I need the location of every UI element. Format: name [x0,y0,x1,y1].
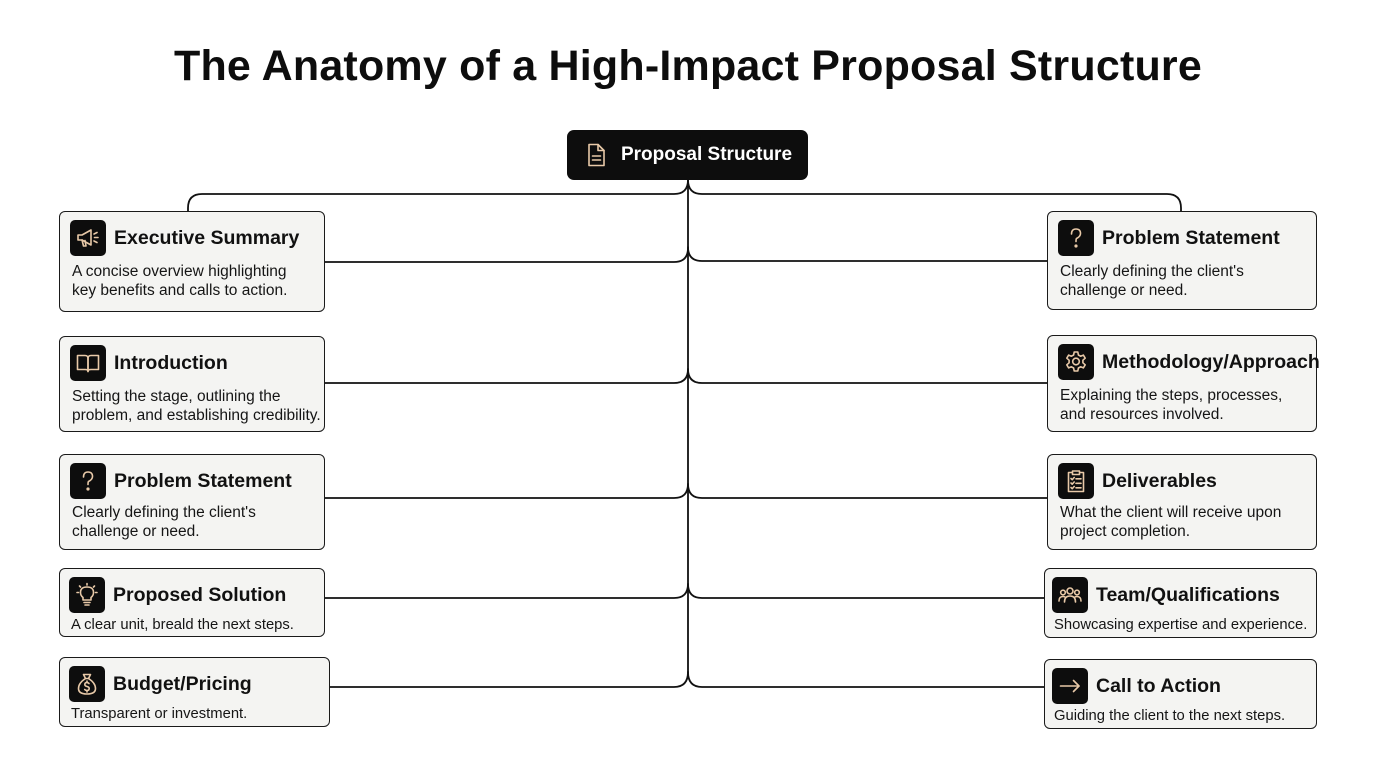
open-book-icon [70,345,106,381]
card-heading: Problem Statement [1102,226,1280,249]
document-icon [583,142,609,168]
card-executive-summary: Executive Summary A concise overview hig… [59,211,325,312]
card-heading: Methodology/Approach [1102,350,1320,373]
card-team-qualifications: Team/Qualifications Showcasing expertise… [1044,568,1317,638]
team-icon [1052,577,1088,613]
card-methodology-approach: Methodology/Approach Explaining the step… [1047,335,1320,432]
card-heading: Budget/Pricing [113,672,252,695]
card-problem-statement-right: Problem Statement Clearly defining the c… [1047,211,1317,310]
lightbulb-icon [69,577,105,613]
card-heading: Team/Qualifications [1096,583,1280,606]
card-heading: Problem Statement [114,469,292,492]
money-bag-icon [69,666,105,702]
card-description: A clear unit, breald the next steps. [71,617,294,633]
card-heading: Proposed Solution [113,583,287,606]
question-mark-icon [70,463,106,499]
question-mark-icon [1058,220,1094,256]
card-description: Showcasing expertise and experience. [1054,617,1308,633]
root-node: Proposal Structure [567,130,808,180]
card-call-to-action: Call to Action Guiding the client to the… [1044,659,1317,729]
card-budget-pricing: Budget/Pricing Transparent or investment… [59,657,330,727]
root-label: Proposal Structure [620,144,793,165]
arrow-right-icon [1052,668,1088,704]
card-heading: Deliverables [1102,469,1217,492]
card-deliverables: Deliverables What the client will receiv… [1047,454,1317,550]
card-heading: Call to Action [1096,674,1221,697]
megaphone-icon [70,220,106,256]
card-description: Guiding the client to the next steps. [1054,708,1286,724]
card-description: Explaining the steps, processes,and reso… [1060,387,1283,423]
gear-icon [1058,344,1094,380]
card-heading: Introduction [114,351,228,374]
card-proposed-solution: Proposed Solution A clear unit, breald t… [59,568,325,637]
card-introduction: Introduction Setting the stage, outlinin… [59,336,325,432]
card-heading: Executive Summary [114,226,300,249]
clipboard-checklist-icon [1058,463,1094,499]
card-description: Transparent or investment. [71,706,248,722]
card-problem-statement-left: Problem Statement Clearly defining the c… [59,454,325,550]
diagram-title: The Anatomy of a High-Impact Proposal St… [174,42,1202,90]
